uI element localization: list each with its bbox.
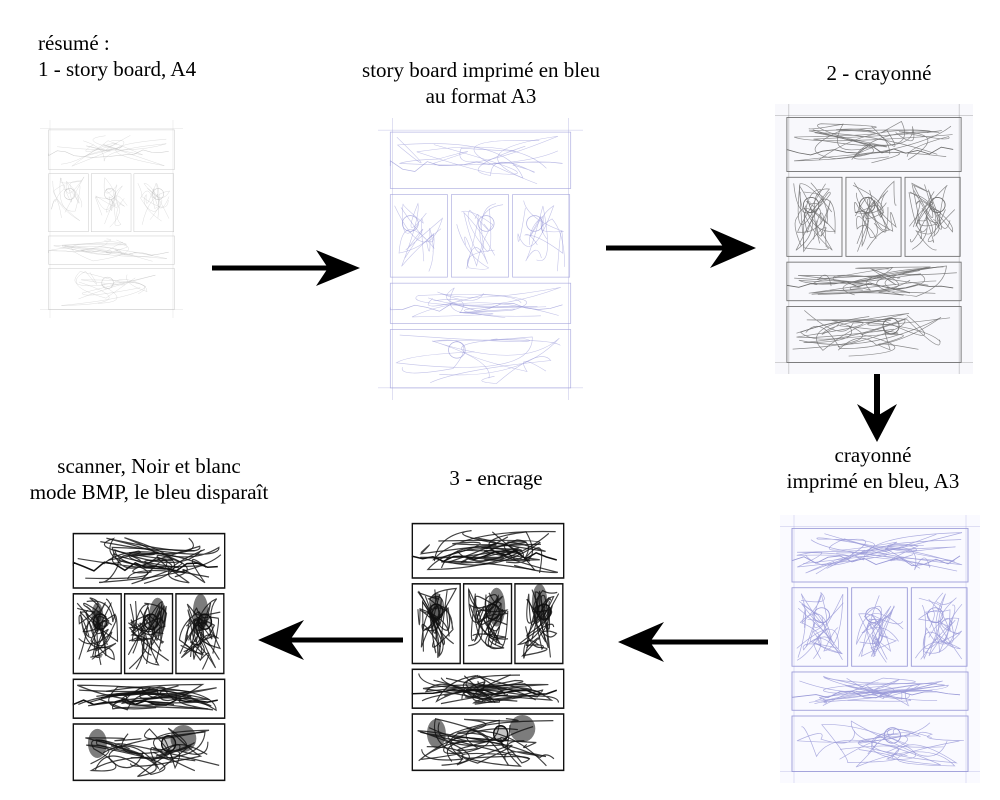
summary-title: résumé : — [38, 31, 110, 55]
blue-storyboard-a3-page — [378, 118, 583, 400]
arrow-down — [857, 374, 897, 442]
blue-storyboard-label: story board imprimé en bleu au format A3 — [362, 58, 600, 108]
arrow-left-2 — [258, 620, 403, 660]
arrow-left-1 — [618, 622, 768, 662]
storyboard-a4-page — [40, 120, 183, 318]
summary-label: résumé : 1 - story board, A4 — [38, 30, 196, 82]
pencil-page — [775, 104, 973, 374]
blue-pencil-label: crayonné imprimé en bleu, A3 — [786, 443, 960, 493]
inked-page — [402, 510, 574, 782]
scanned-bw-page — [63, 520, 235, 792]
arrow-right-2 — [606, 228, 756, 268]
step3-inking-label: 3 - encrage — [449, 466, 543, 490]
step1-storyboard-label: 1 - story board, A4 — [38, 57, 197, 81]
arrow-right-1 — [212, 250, 360, 286]
step2-pencil-label: 2 - crayonné — [826, 61, 932, 85]
scan-label: scanner, Noir et blanc mode BMP, le bleu… — [29, 454, 269, 504]
blue-pencil-page — [780, 515, 980, 783]
